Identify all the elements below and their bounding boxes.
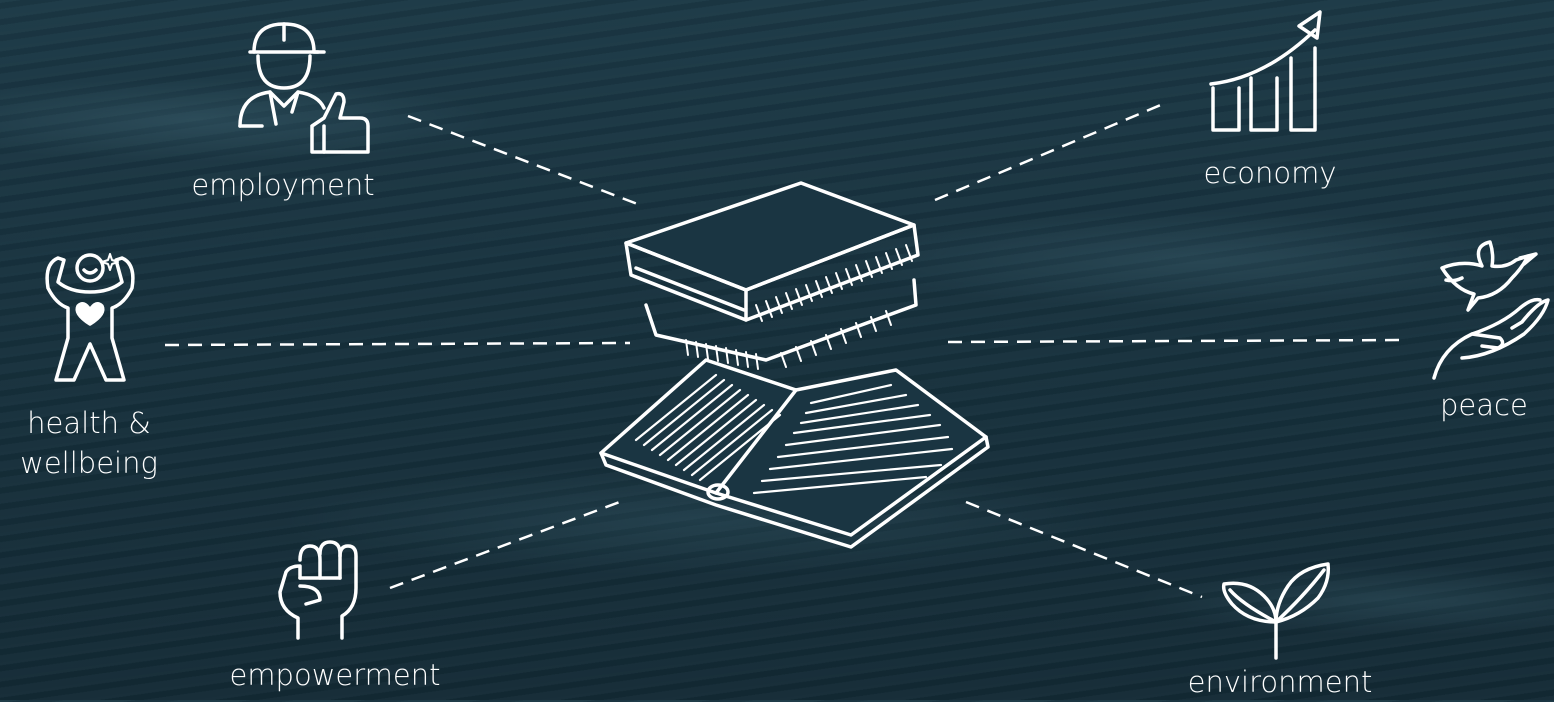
worker-thumbs-up-icon bbox=[232, 22, 372, 157]
topic-label-environment: environment bbox=[1160, 662, 1400, 702]
topic-label-empowerment: empowerment bbox=[210, 655, 460, 695]
growth-chart-icon bbox=[1205, 8, 1335, 138]
topic-label-peace: peace bbox=[1440, 385, 1554, 425]
books-icon bbox=[596, 175, 996, 555]
sprout-icon bbox=[1218, 560, 1338, 660]
person-heart-icon bbox=[40, 248, 140, 386]
topic-label-health: health & wellbeing bbox=[0, 403, 178, 483]
raised-fist-icon bbox=[276, 538, 366, 643]
connector-environment bbox=[966, 502, 1202, 597]
connector-health bbox=[165, 343, 630, 345]
topic-label-economy: economy bbox=[1165, 153, 1375, 193]
connector-peace bbox=[948, 340, 1408, 342]
dove-hands-icon bbox=[1432, 238, 1554, 378]
connector-empowerment bbox=[390, 500, 625, 588]
topic-label-employment: employment bbox=[180, 165, 386, 205]
